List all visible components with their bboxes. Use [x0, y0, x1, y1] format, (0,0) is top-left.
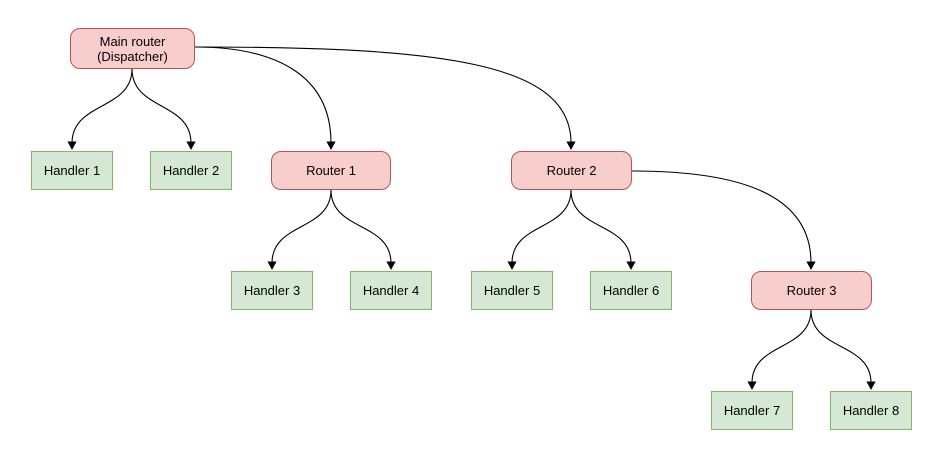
node-label-handler-3: Handler 3: [243, 283, 301, 298]
edge-main-router-to-router-1: [194, 46, 332, 144]
edge-main-router-to-router-2: [194, 46, 572, 144]
node-handler-4[interactable]: Handler 4: [350, 271, 432, 310]
edge-router-1-to-handler-3: [271, 189, 332, 264]
node-label-main-router: Main router (Dispatcher): [97, 33, 168, 64]
node-handler-7[interactable]: Handler 7: [711, 391, 793, 430]
node-label-handler-2: Handler 2: [162, 163, 220, 178]
node-handler-8[interactable]: Handler 8: [830, 391, 912, 430]
arrowheads-group: [67, 141, 876, 390]
arrowhead-icon: [747, 381, 757, 390]
node-label-handler-4: Handler 4: [362, 283, 420, 298]
node-handler-2[interactable]: Handler 2: [150, 151, 232, 190]
arrowhead-icon: [67, 141, 77, 150]
node-handler-1[interactable]: Handler 1: [31, 151, 113, 190]
node-main-router[interactable]: Main router (Dispatcher): [70, 28, 195, 69]
edge-router-3-to-handler-7: [751, 309, 812, 384]
node-router-3[interactable]: Router 3: [751, 271, 872, 310]
node-label-handler-1: Handler 1: [43, 163, 101, 178]
node-router-1[interactable]: Router 1: [271, 151, 391, 190]
arrowhead-icon: [626, 261, 636, 270]
node-router-2[interactable]: Router 2: [511, 151, 632, 190]
node-label-handler-7: Handler 7: [723, 403, 781, 418]
node-handler-3[interactable]: Handler 3: [231, 271, 313, 310]
arrowhead-icon: [386, 261, 396, 270]
arrowhead-icon: [326, 141, 336, 150]
arrowhead-icon: [566, 141, 576, 150]
edge-router-2-to-handler-6: [570, 189, 632, 264]
arrowhead-icon: [507, 261, 517, 270]
node-label-router-2: Router 2: [546, 163, 597, 178]
arrowhead-icon: [866, 381, 876, 390]
node-label-handler-8: Handler 8: [842, 403, 900, 418]
edges-group: [71, 46, 872, 384]
arrowhead-icon: [267, 261, 277, 270]
node-handler-6[interactable]: Handler 6: [590, 271, 672, 310]
edge-router-2-to-handler-5: [511, 189, 572, 264]
node-label-router-1: Router 1: [306, 163, 356, 178]
edge-main-router-to-handler-1: [71, 68, 133, 144]
edge-main-router-to-handler-2: [131, 68, 192, 144]
arrowhead-icon: [806, 261, 816, 270]
node-label-handler-6: Handler 6: [602, 283, 660, 298]
arrowhead-icon: [186, 141, 196, 150]
edge-router-2-to-router-3: [631, 170, 812, 264]
node-label-handler-5: Handler 5: [483, 283, 541, 298]
node-label-router-3: Router 3: [786, 283, 837, 298]
edge-router-3-to-handler-8: [810, 309, 872, 384]
node-handler-5[interactable]: Handler 5: [471, 271, 553, 310]
edge-router-1-to-handler-4: [330, 189, 392, 264]
